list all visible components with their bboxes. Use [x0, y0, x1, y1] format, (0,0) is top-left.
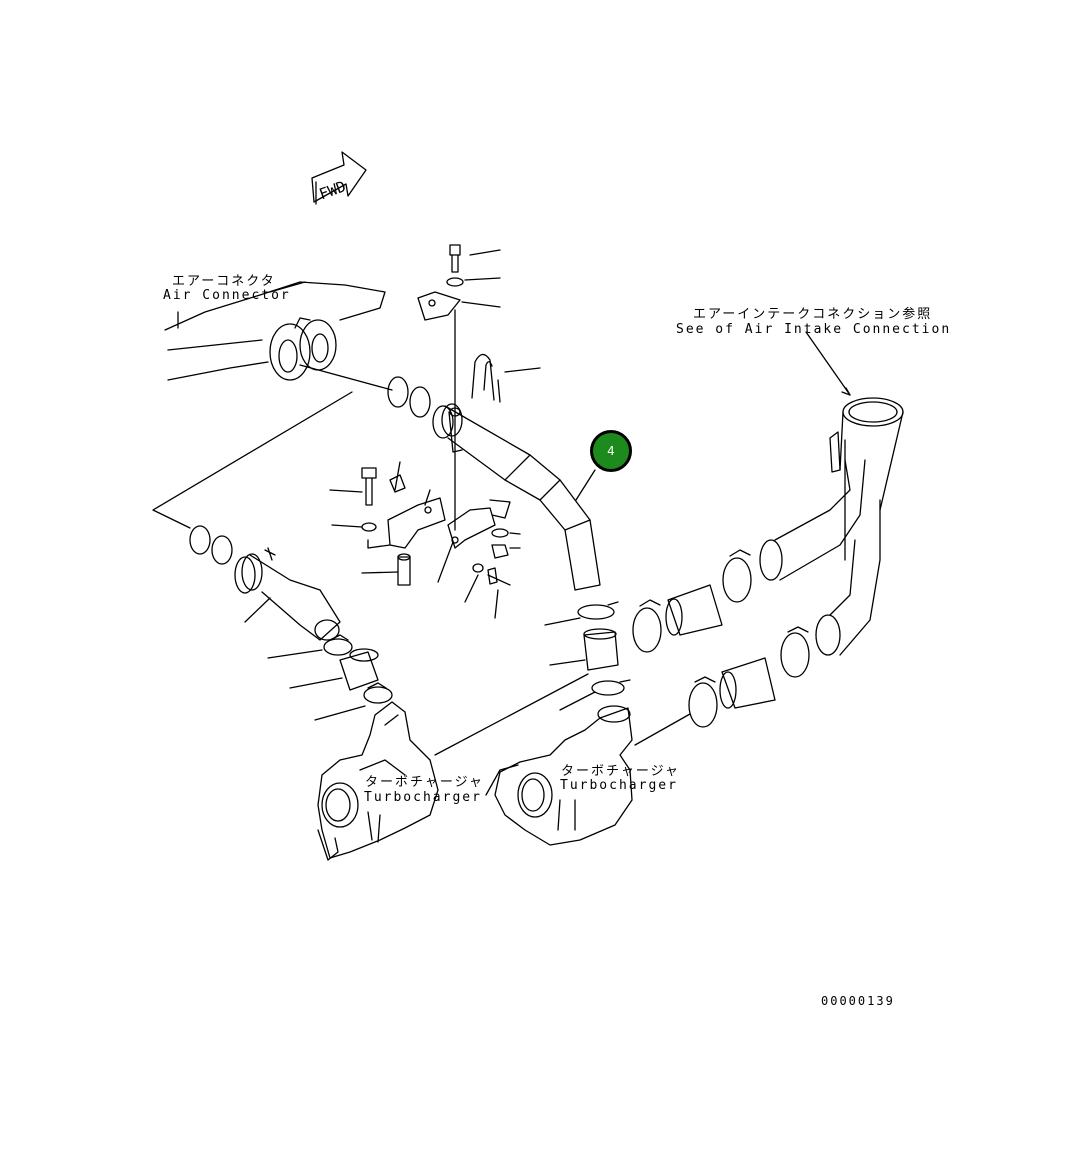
upper-bolt: [417, 244, 501, 531]
fwd-text: FWD: [317, 177, 349, 203]
lower-right-hose-clamps: [688, 439, 881, 728]
callout-number: 4: [607, 444, 615, 458]
bracket-assembly: [329, 461, 521, 619]
turbo-left-label-en: Turbocharger: [364, 790, 482, 805]
air-connector-label-jp: エアーコネクタ: [172, 274, 276, 289]
lower-left-clamps: [267, 634, 393, 721]
lower-elbow: [234, 547, 341, 641]
callout-leader: [575, 469, 596, 501]
upper-right-hose-clamps: [632, 459, 866, 653]
air-connector-label-en: Air Connector: [163, 288, 291, 303]
right-turbocharger: [485, 705, 691, 846]
o-rings-lower: [189, 525, 233, 565]
turbo-right-label-jp: ターボチャージャ: [561, 764, 680, 779]
center-hose-and-clamps: [544, 601, 631, 711]
fwd-arrow-icon: FWD: [311, 151, 367, 205]
left-turbocharger: [317, 673, 589, 861]
o-rings-upper: [387, 376, 431, 418]
u-bolt: [471, 353, 541, 403]
part-callout-4[interactable]: 4: [590, 430, 632, 472]
drawing-number: 00000139: [821, 994, 895, 1008]
air-connector: [164, 281, 386, 381]
air-intake-label-en: See of Air Intake Connection: [676, 322, 952, 337]
air-intake-label-jp: エアーインテークコネクション参照: [693, 307, 933, 322]
turbo-right-label-en: Turbocharger: [560, 778, 678, 793]
air-tube-part-4: [432, 403, 601, 591]
turbo-left-label-jp: ターボチャージャ: [365, 775, 484, 790]
air-intake-connection: [805, 331, 904, 511]
